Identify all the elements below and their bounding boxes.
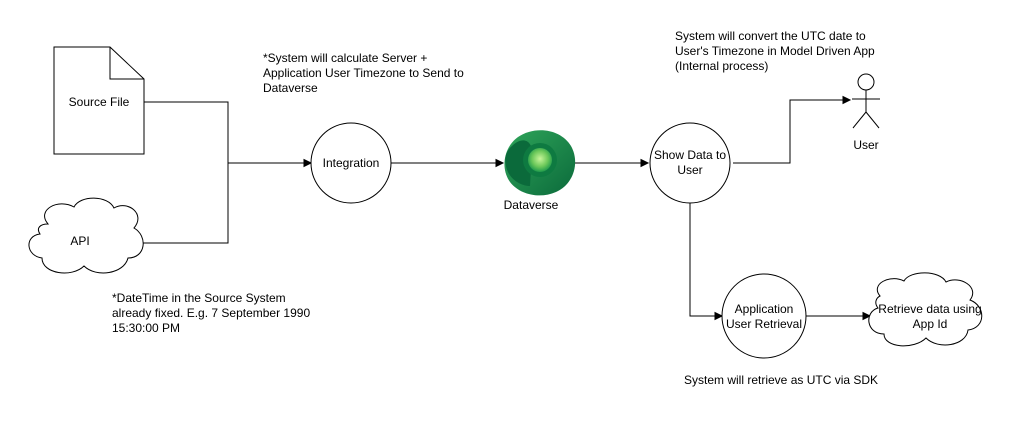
- document-shape: [53, 46, 145, 155]
- document-fold: [109, 47, 144, 80]
- note-line: *System will calculate Server +: [263, 51, 427, 65]
- integration-label: Integration: [323, 156, 380, 170]
- note-line: System will retrieve as UTC via SDK: [684, 373, 878, 387]
- retrieve-data-label-line-2: App Id: [913, 317, 948, 331]
- app-user-retrieval-label-line-2: User Retrieval: [726, 317, 802, 331]
- user-node[interactable]: User: [852, 73, 880, 152]
- api-label: API: [70, 234, 89, 248]
- note-line: System will convert the UTC date to: [675, 29, 866, 43]
- edge-api-to-integration: [141, 163, 229, 244]
- note-line: already fixed. E.g. 7 September 1990: [112, 306, 310, 320]
- source-file-label: Source File: [69, 95, 130, 109]
- note-line: 15:30:00 PM: [112, 321, 180, 335]
- app-user-retrieval-label-line-1: Application: [735, 302, 794, 316]
- integration-node[interactable]: Integration: [310, 122, 392, 204]
- note-line: Dataverse: [263, 81, 318, 95]
- arrowhead-show-data: [640, 158, 650, 168]
- note-line: User's Timezone in Model Driven App: [675, 44, 875, 58]
- edge-source-file-to-integration: [144, 101, 305, 164]
- note-convert-utc: System will convert the UTC date to User…: [675, 29, 875, 73]
- retrieve-data-label-line-1: Retrieve data using: [878, 302, 981, 316]
- user-label: User: [853, 138, 878, 152]
- arrowhead-retrieve-data: [862, 311, 872, 321]
- app-user-retrieval-node[interactable]: Application User Retrieval: [721, 273, 807, 359]
- note-source-datetime: *DateTime in the Source System already f…: [112, 291, 310, 335]
- edge-show-data-to-retrieval: [689, 203, 716, 317]
- retrieve-data-node[interactable]: Retrieve data using App Id: [868, 272, 983, 347]
- note-line: (Internal process): [675, 59, 768, 73]
- note-server-timezone: *System will calculate Server + Applicat…: [263, 51, 464, 95]
- dataverse-node[interactable]: Dataverse: [504, 130, 576, 212]
- note-retrieve-utc: System will retrieve as UTC via SDK: [684, 373, 878, 387]
- dataverse-logo-icon: [504, 130, 576, 196]
- dataverse-label: Dataverse: [504, 198, 559, 212]
- edges: [141, 95, 872, 321]
- arrowhead-user: [842, 95, 852, 105]
- integration-circle: [310, 122, 392, 204]
- note-line: *DateTime in the Source System: [112, 291, 286, 305]
- show-data-label-line-1: Show Data to: [654, 148, 726, 162]
- show-data-circle: [649, 122, 731, 204]
- arrowhead-dataverse: [495, 158, 505, 168]
- app-user-retrieval-circle: [721, 273, 807, 359]
- stick-figure-icon: [852, 73, 880, 129]
- show-data-label-line-2: User: [677, 163, 702, 177]
- arrowhead-integration: [303, 158, 313, 168]
- show-data-node[interactable]: Show Data to User: [649, 122, 731, 204]
- api-node[interactable]: API: [28, 197, 144, 274]
- cloud-shape: [28, 197, 144, 274]
- edge-show-data-to-user: [733, 99, 844, 164]
- source-file-node[interactable]: Source File: [53, 46, 145, 155]
- note-line: Application User Timezone to Send to: [263, 66, 464, 80]
- cloud-shape: [868, 272, 983, 347]
- arrowhead-retrieval: [714, 311, 724, 321]
